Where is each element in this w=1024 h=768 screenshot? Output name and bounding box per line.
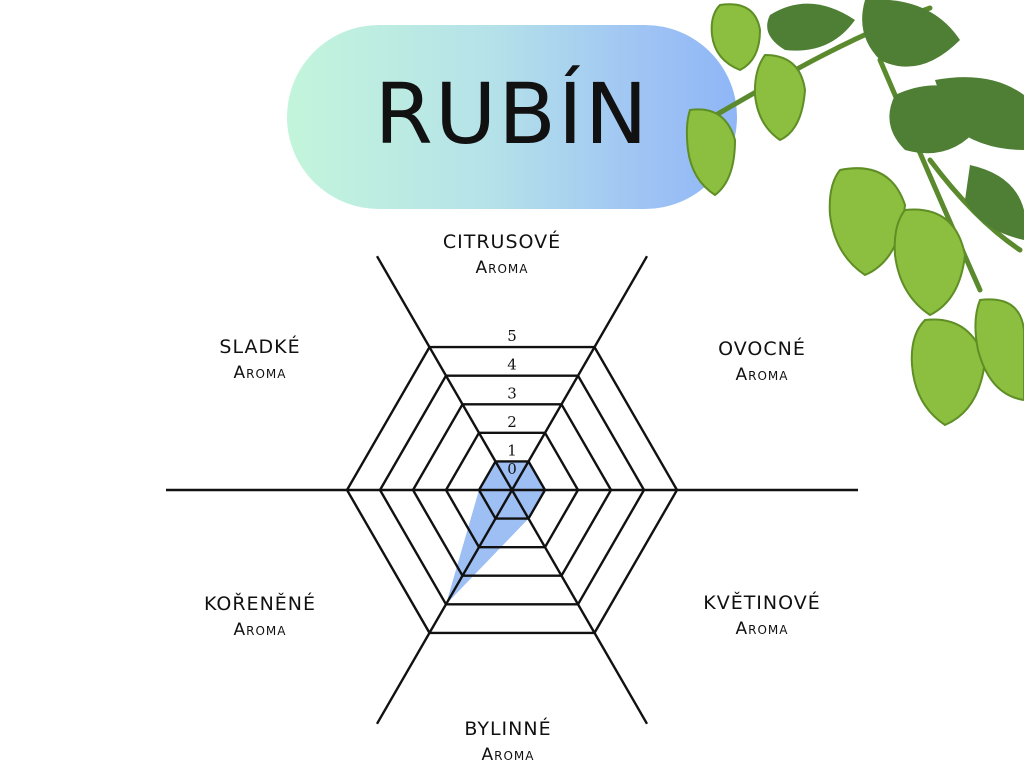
value-shape bbox=[446, 461, 545, 605]
axis-label-bylinne: BYLINNÉ Aroma bbox=[464, 718, 552, 765]
title-banner bbox=[287, 25, 737, 209]
scale-tick-3: 3 bbox=[507, 384, 517, 402]
hop-leaf bbox=[767, 0, 1024, 240]
hops-branch-illustration bbox=[685, 0, 1024, 427]
scale-tick-4: 4 bbox=[507, 356, 517, 374]
axis-line-diagonal-2 bbox=[375, 255, 649, 725]
scale-tick-2: 2 bbox=[507, 413, 517, 431]
axis-label-citrusove: CITRUSOVÉ Aroma bbox=[442, 231, 562, 278]
axis-label-kvetinove: KVĚTINOVÉ Aroma bbox=[703, 592, 821, 639]
chart-title: RUBÍN bbox=[374, 65, 650, 163]
scale-tick-5: 5 bbox=[507, 327, 517, 345]
axis-label-korenene: KOŘENĚNÉ Aroma bbox=[203, 593, 317, 640]
scale-tick-0: 0 bbox=[507, 460, 517, 478]
scale-tick-1: 1 bbox=[507, 441, 517, 459]
hop-cone bbox=[685, 3, 1024, 427]
axis-label-sladke: SLADKÉ Aroma bbox=[219, 336, 301, 383]
axis-label-ovocne: OVOCNÉ Aroma bbox=[718, 338, 806, 385]
